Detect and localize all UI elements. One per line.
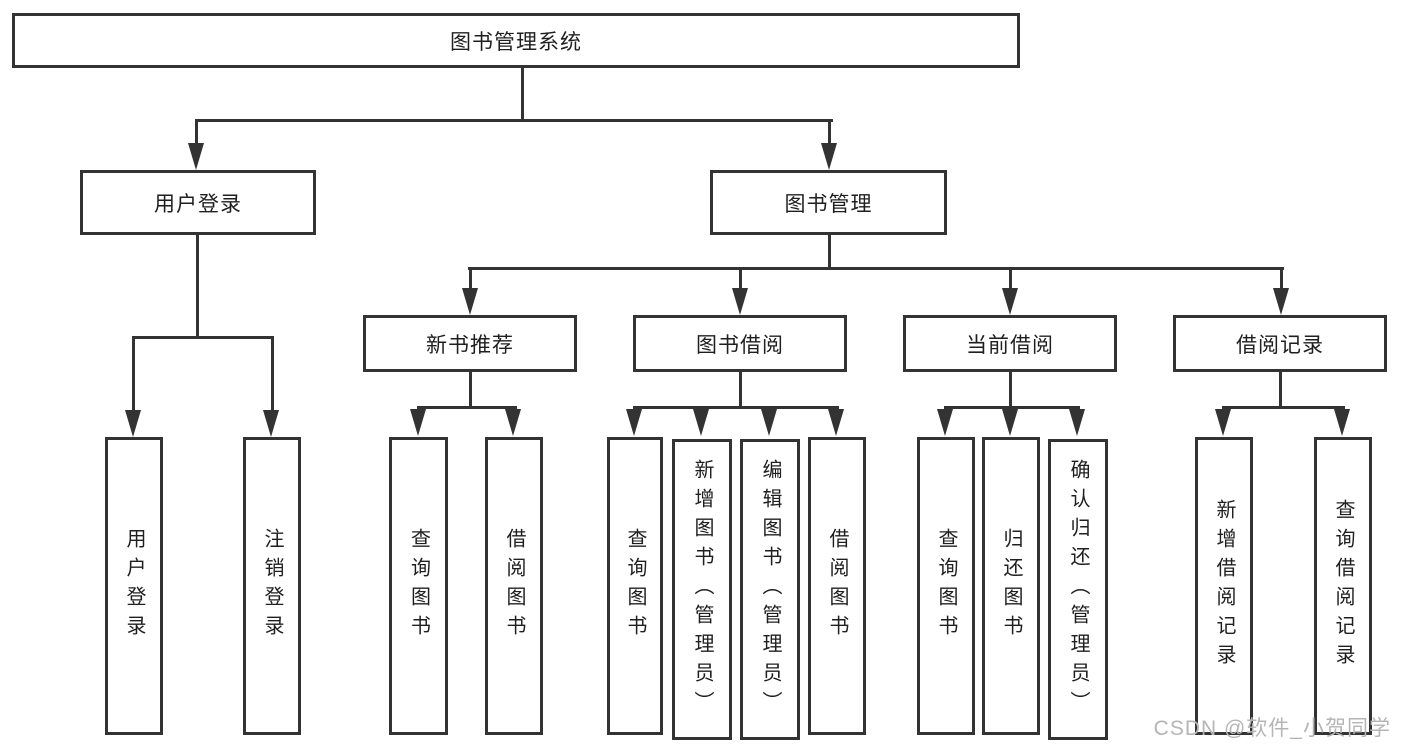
leaf-logout-label: 注销登录 bbox=[261, 528, 283, 644]
arrow-down-icon bbox=[761, 409, 777, 436]
arrow-down-icon bbox=[626, 409, 642, 436]
arrow-down-icon bbox=[821, 143, 837, 170]
node-new-book-recommend: 新书推荐 bbox=[363, 315, 577, 372]
node-new-book-recommend-label: 新书推荐 bbox=[426, 333, 514, 357]
leaf-user-login-label: 用户登录 bbox=[123, 528, 145, 644]
connector-line bbox=[468, 267, 1284, 270]
leaf-edit-book-admin-label: 编辑图书（管理员） bbox=[759, 459, 781, 720]
connector-line bbox=[469, 372, 472, 409]
node-borrowing-records-label: 借阅记录 bbox=[1236, 333, 1324, 357]
leaf-add-borrow-record: 新增借阅记录 bbox=[1195, 437, 1253, 735]
connector-line bbox=[1009, 372, 1012, 409]
connector-line bbox=[828, 119, 831, 147]
node-library-system-label: 图书管理系统 bbox=[450, 30, 582, 54]
leaf-borrow-books-label: 借阅图书 bbox=[826, 528, 848, 644]
node-book-management: 图书管理 bbox=[710, 170, 947, 235]
arrow-down-icon bbox=[937, 409, 953, 436]
connector-line bbox=[132, 336, 135, 412]
node-current-borrowing-label: 当前借阅 bbox=[966, 333, 1054, 357]
leaf-query-books-recommend-label: 查询图书 bbox=[407, 528, 430, 644]
connector-line bbox=[195, 119, 833, 122]
leaf-query-books-current-label: 查询图书 bbox=[935, 528, 957, 644]
connector-line bbox=[521, 66, 524, 122]
leaf-borrow-books-recommend-label: 借阅图书 bbox=[503, 528, 525, 644]
arrow-down-icon bbox=[188, 143, 204, 170]
leaf-user-login: 用户登录 bbox=[105, 437, 163, 735]
arrow-down-icon bbox=[1273, 288, 1289, 315]
arrow-down-icon bbox=[732, 288, 748, 315]
arrow-down-icon bbox=[505, 409, 521, 436]
node-current-borrowing: 当前借阅 bbox=[903, 315, 1117, 372]
node-user-login: 用户登录 bbox=[80, 170, 316, 235]
arrow-down-icon bbox=[1215, 409, 1231, 436]
connector-line bbox=[739, 372, 742, 409]
leaf-query-books-recommend: 查询图书 bbox=[389, 437, 448, 735]
watermark: CSDN @软件_小贺同学 bbox=[1153, 717, 1391, 740]
connector-line bbox=[739, 267, 742, 291]
arrow-down-icon bbox=[1069, 409, 1085, 436]
connector-line bbox=[944, 406, 1080, 409]
leaf-borrow-books-recommend: 借阅图书 bbox=[485, 437, 543, 735]
node-library-system: 图书管理系统 bbox=[12, 13, 1020, 68]
connector-line bbox=[417, 406, 517, 409]
connector-line bbox=[132, 336, 274, 339]
node-user-login-label: 用户登录 bbox=[154, 192, 242, 216]
leaf-logout: 注销登录 bbox=[243, 437, 301, 735]
arrow-down-icon bbox=[693, 409, 709, 436]
node-book-management-label: 图书管理 bbox=[784, 192, 873, 216]
leaf-query-borrow-record-label: 查询借阅记录 bbox=[1332, 499, 1354, 673]
connector-line bbox=[469, 267, 472, 291]
arrow-down-icon bbox=[462, 288, 478, 315]
leaf-query-books-borrowing-label: 查询图书 bbox=[624, 528, 646, 644]
connector-line bbox=[1280, 267, 1283, 291]
leaf-return-books-label: 归还图书 bbox=[1000, 528, 1022, 644]
node-book-borrowing-label: 图书借阅 bbox=[696, 333, 784, 357]
arrow-down-icon bbox=[828, 409, 844, 436]
leaf-confirm-return-admin: 确认归还（管理员） bbox=[1048, 439, 1108, 740]
connector-line bbox=[195, 119, 198, 147]
leaf-add-book-admin: 新增图书（管理员） bbox=[672, 439, 732, 740]
leaf-confirm-return-admin-label: 确认归还（管理员） bbox=[1067, 459, 1089, 720]
arrow-down-icon bbox=[1002, 409, 1018, 436]
leaf-borrow-books: 借阅图书 bbox=[808, 437, 866, 735]
leaf-add-borrow-record-label: 新增借阅记录 bbox=[1213, 499, 1235, 673]
leaf-query-books-borrowing: 查询图书 bbox=[607, 437, 663, 735]
connector-line bbox=[1222, 406, 1345, 409]
connector-line bbox=[633, 406, 839, 409]
connector-line bbox=[196, 235, 199, 339]
arrow-down-icon bbox=[410, 409, 426, 436]
leaf-query-borrow-record: 查询借阅记录 bbox=[1314, 437, 1372, 735]
node-book-borrowing: 图书借阅 bbox=[633, 315, 847, 372]
connector-line bbox=[271, 336, 274, 412]
connector-line bbox=[1009, 267, 1012, 291]
connector-line bbox=[828, 235, 831, 270]
node-borrowing-records: 借阅记录 bbox=[1173, 315, 1387, 372]
connector-line bbox=[1279, 372, 1282, 409]
arrow-down-icon bbox=[1334, 409, 1350, 436]
arrow-down-icon bbox=[263, 410, 279, 437]
leaf-edit-book-admin: 编辑图书（管理员） bbox=[740, 439, 800, 740]
leaf-add-book-admin-label: 新增图书（管理员） bbox=[691, 459, 713, 720]
leaf-query-books-current: 查询图书 bbox=[917, 437, 975, 735]
arrow-down-icon bbox=[125, 410, 141, 437]
leaf-return-books: 归还图书 bbox=[982, 437, 1040, 735]
arrow-down-icon bbox=[1002, 288, 1018, 315]
